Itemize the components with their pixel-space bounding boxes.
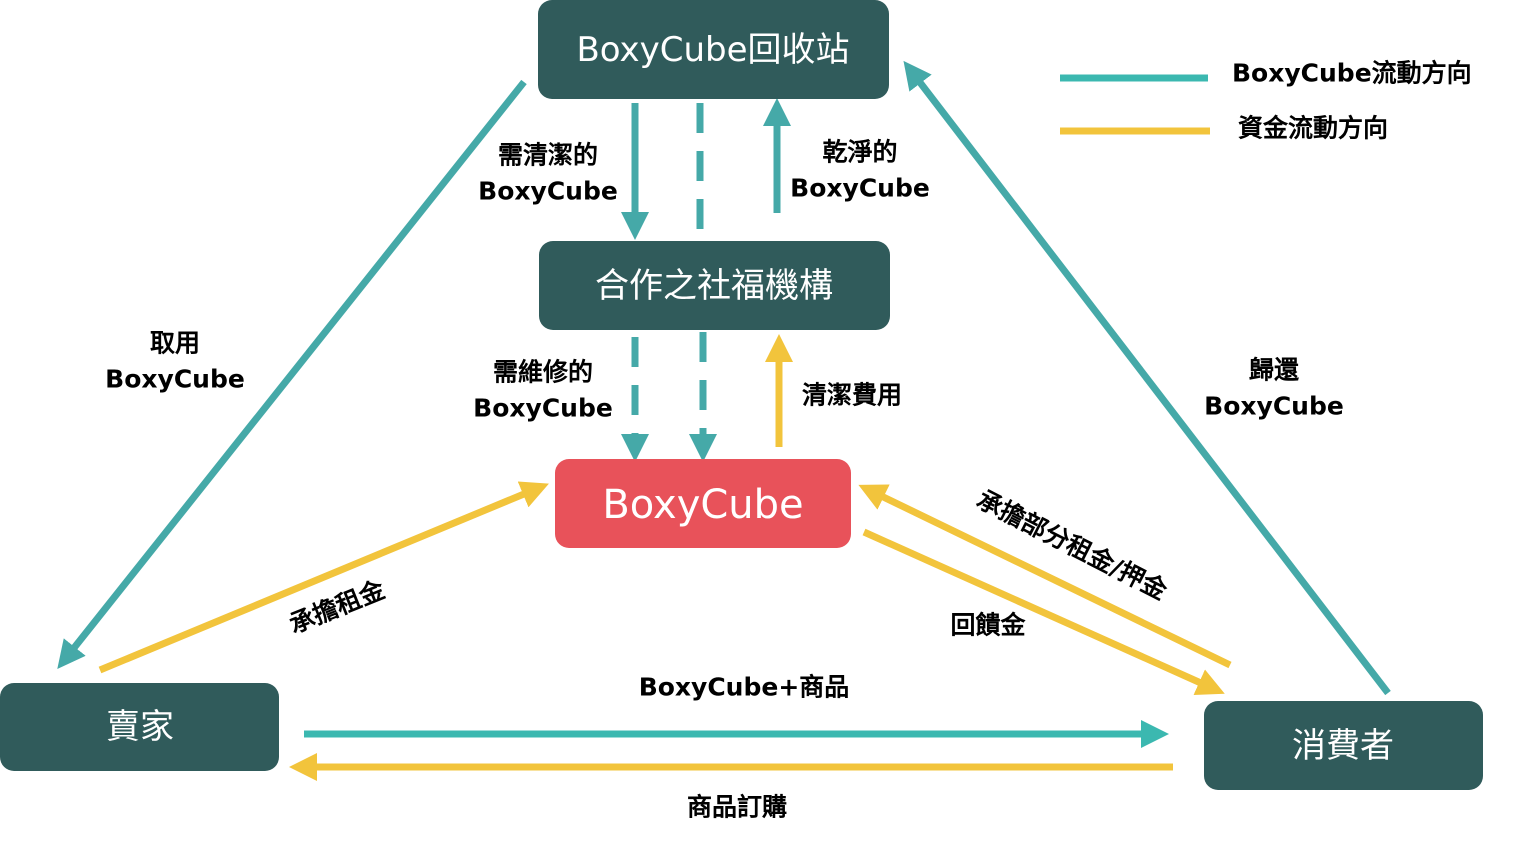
legend-label-boxycube-flow: BoxyCube流動方向	[1232, 59, 1472, 88]
arrow-return-boxycube	[903, 60, 1391, 696]
node-label: BoxyCube回收站	[576, 30, 849, 70]
label-return: 歸還	[1249, 356, 1300, 385]
label-rebate: 回饋金	[950, 611, 1026, 640]
legend: BoxyCube流動方向 資金流動方向	[1060, 59, 1472, 143]
label-return: BoxyCube	[1204, 392, 1344, 421]
arrow-rebate	[862, 528, 1225, 696]
arrow-take-boxycube	[57, 79, 527, 669]
label-cleaning-fee: 清潔費用	[802, 381, 902, 410]
label-take: 取用	[150, 329, 200, 358]
label-needs-repair: 需維修的	[493, 358, 593, 387]
arrow-seller-rent	[98, 481, 549, 674]
node-label: BoxyCube	[602, 482, 803, 528]
legend-label-money-flow: 資金流動方向	[1238, 114, 1388, 143]
label-clean: 乾淨的	[822, 138, 897, 167]
node-label: 合作之社福機構	[595, 266, 833, 306]
label-needs-cleaning: 需清潔的	[498, 141, 598, 170]
node-seller: 賣家	[0, 683, 279, 771]
node-label: 消費者	[1292, 726, 1394, 766]
label-needs-repair: BoxyCube	[473, 394, 613, 423]
label-goods-order: 商品訂購	[687, 793, 787, 822]
node-boxycube: BoxyCube	[555, 459, 851, 548]
node-consumer: 消費者	[1204, 701, 1483, 790]
node-partner-welfare: 合作之社福機構	[539, 241, 890, 330]
label-clean: BoxyCube	[790, 174, 930, 203]
label-goods-delivery: BoxyCube+商品	[639, 673, 850, 702]
node-recycle-station: BoxyCube回收站	[538, 0, 889, 99]
label-needs-cleaning: BoxyCube	[478, 177, 618, 206]
label-take: BoxyCube	[105, 365, 245, 394]
arrow-consumer-rent	[858, 484, 1232, 669]
node-label: 賣家	[106, 707, 174, 747]
